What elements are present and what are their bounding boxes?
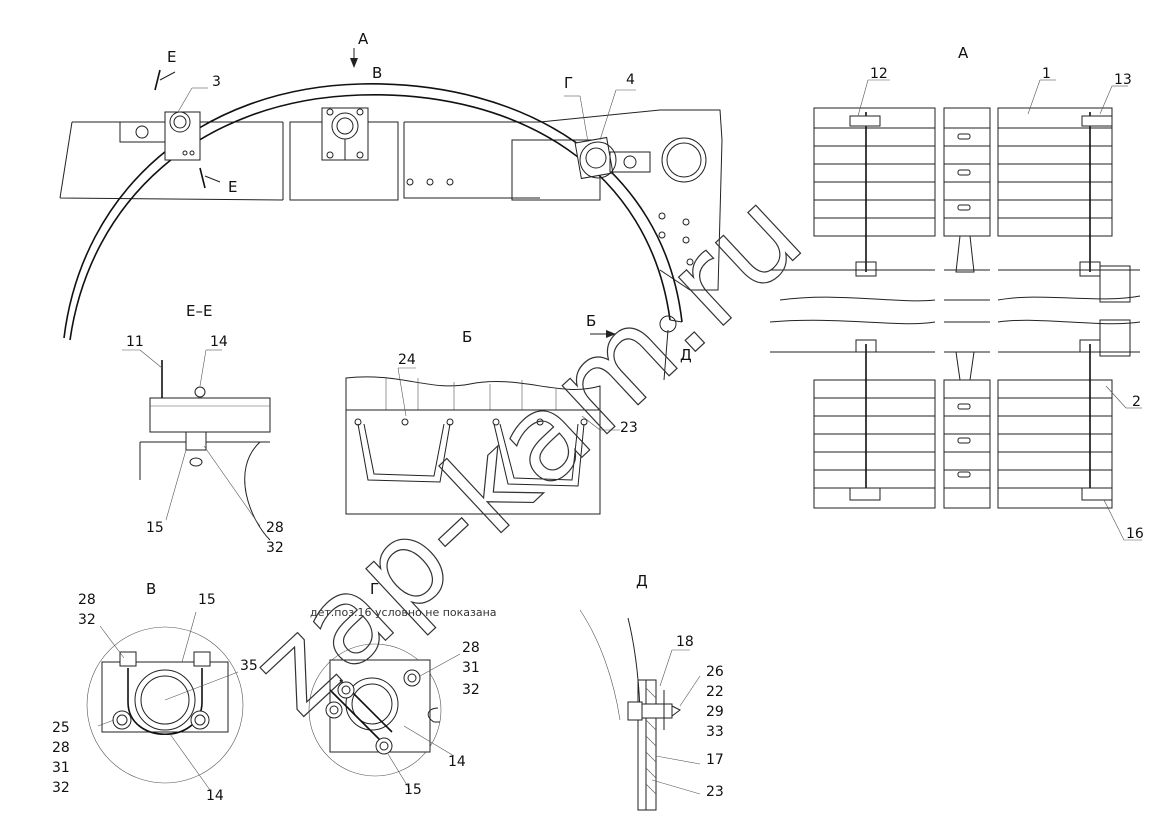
section-e-marker-bottom: Е: [228, 178, 237, 196]
view-g-title: Г: [370, 580, 379, 598]
view-d-title: Д: [636, 572, 648, 590]
section-e-marker-top: Е: [167, 48, 176, 66]
callout-32-ee: 32: [266, 540, 284, 556]
callout-1: 1: [1042, 66, 1051, 82]
view-a-upper-block: [813, 107, 1113, 277]
callout-26: 26: [706, 664, 724, 680]
callout-28-g: 28: [462, 640, 480, 656]
callout-2: 2: [1132, 394, 1141, 410]
view-a-arrow-label: А: [358, 30, 369, 48]
section-e-e-title: Е–Е: [186, 302, 212, 320]
view-a: А: [769, 44, 1144, 542]
view-b-title: Б: [462, 328, 472, 346]
view-d: Д 18 26 22 29 33 17 23: [579, 572, 724, 811]
callout-23-d: 23: [706, 784, 724, 800]
hidden-part-note: дет.поз.16 условно не показана: [310, 606, 497, 619]
callout-32-v2: 32: [52, 780, 70, 796]
view-v: В 28 32 15 35 25 28 31 32 14: [52, 580, 258, 804]
callout-11: 11: [126, 334, 144, 350]
view-d-marker: Д: [680, 346, 692, 364]
callout-31-g: 31: [462, 660, 480, 676]
view-v-title: В: [146, 580, 156, 598]
callout-22: 22: [706, 684, 724, 700]
view-g: Г дет.поз.16 условно не показана 28 31 3…: [308, 580, 497, 798]
watermark: zap-kam.ru: [225, 164, 830, 741]
view-b: Б 24 23: [345, 328, 638, 515]
callout-14-g: 14: [448, 754, 466, 770]
callout-25: 25: [52, 720, 70, 736]
callout-28-ee: 28: [266, 520, 284, 536]
callout-16: 16: [1126, 526, 1144, 542]
callout-31-v: 31: [52, 760, 70, 776]
callout-18: 18: [676, 634, 694, 650]
callout-24: 24: [398, 352, 416, 368]
view-g-marker: Г: [564, 74, 573, 92]
callout-28-v2: 28: [52, 740, 70, 756]
callout-35: 35: [240, 658, 258, 674]
callout-32-g: 32: [462, 682, 480, 698]
callout-14-v: 14: [206, 788, 224, 804]
callout-23-b: 23: [620, 420, 638, 436]
view-a-title: А: [958, 44, 969, 62]
callout-15-v: 15: [198, 592, 216, 608]
callout-4: 4: [626, 72, 635, 88]
callout-29: 29: [706, 704, 724, 720]
view-a-lower-block: [813, 339, 1113, 509]
callout-3: 3: [212, 74, 221, 90]
callout-33: 33: [706, 724, 724, 740]
callout-17: 17: [706, 752, 724, 768]
section-e-e: Е–Е 11 14 15 28 32: [122, 302, 284, 556]
callout-13: 13: [1114, 72, 1132, 88]
callout-15-ee: 15: [146, 520, 164, 536]
callout-32-v: 32: [78, 612, 96, 628]
callout-28-v: 28: [78, 592, 96, 608]
view-v-marker: В: [372, 64, 382, 82]
main-view: А В Г Б Д Е Е 3 4: [59, 30, 723, 381]
callout-14-ee: 14: [210, 334, 228, 350]
callout-12: 12: [870, 66, 888, 82]
callout-15-g: 15: [404, 782, 422, 798]
view-a-rail: [769, 265, 1141, 357]
view-b-arrow-label: Б: [586, 312, 596, 330]
